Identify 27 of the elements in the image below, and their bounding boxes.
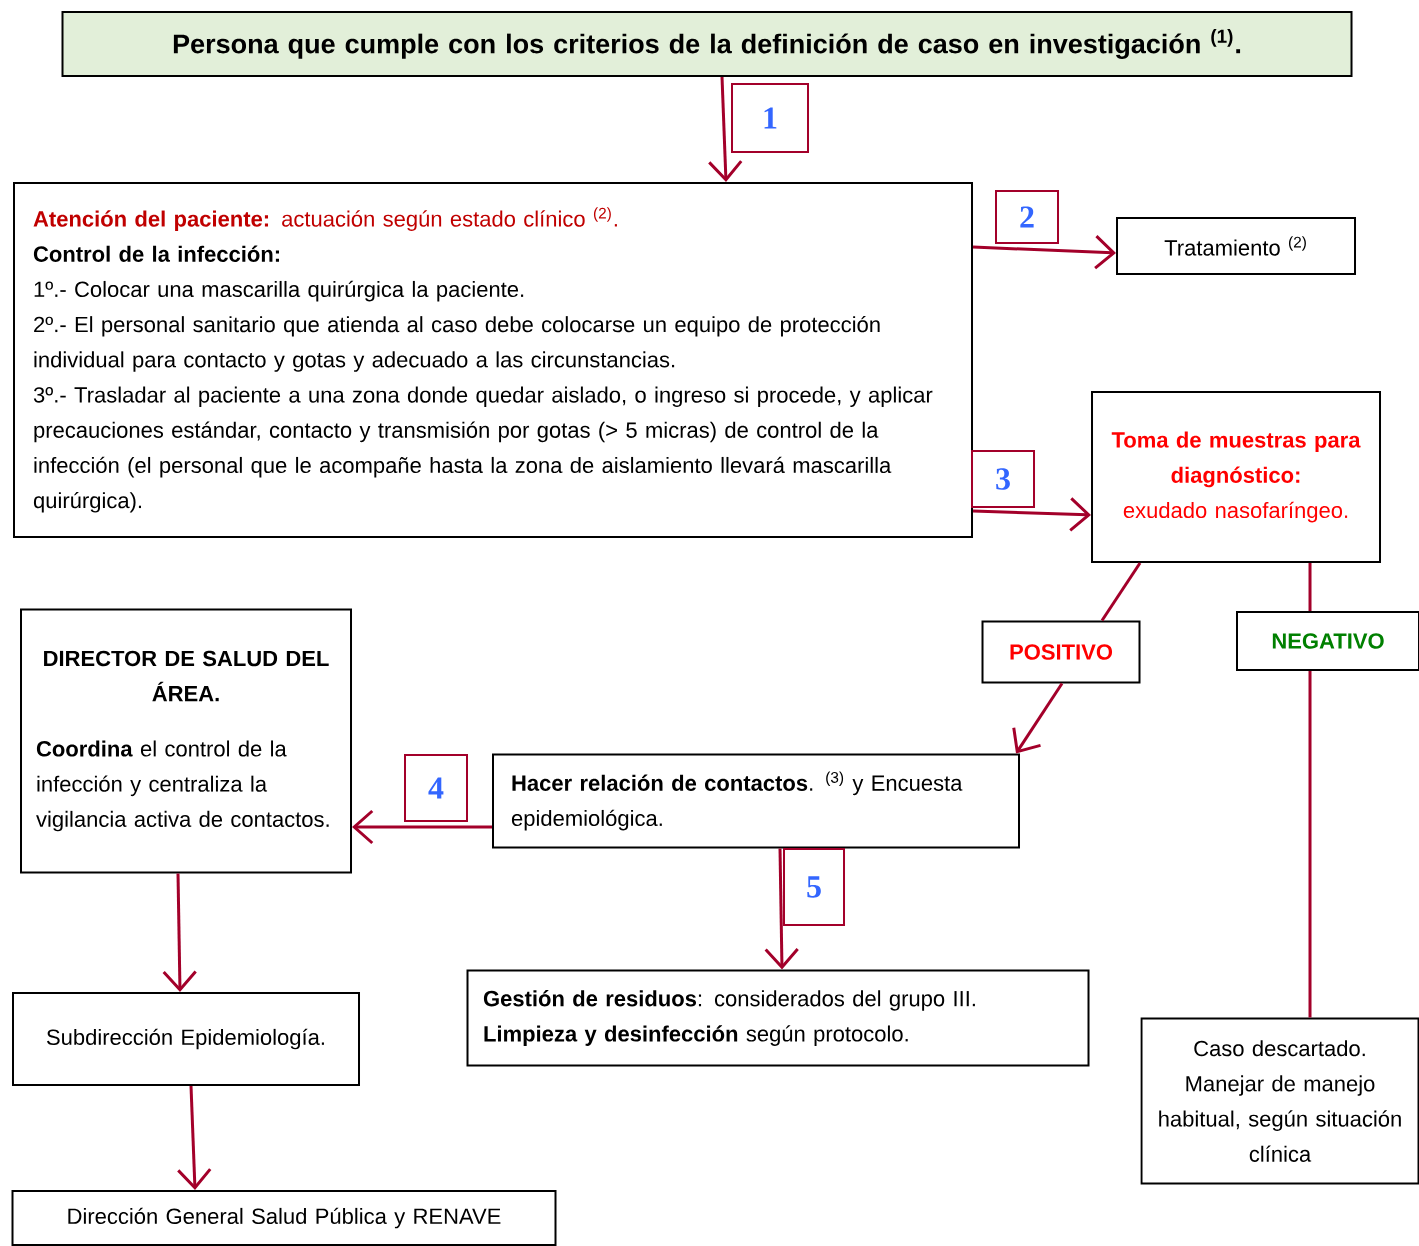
edge-label: 1	[731, 83, 809, 153]
process-box: Tratamiento $^{(2)}$	[1116, 217, 1356, 275]
process-box: Dirección General Salud Pública y RENAVE	[11, 1190, 557, 1246]
arrow	[972, 235, 1116, 270]
connector-line	[1100, 562, 1142, 622]
edge-label: 4	[404, 754, 468, 822]
process-box: NEGATIVO	[1236, 611, 1419, 671]
process-box: DIRECTOR DE SALUD DEL ÁREA. Coordina el control de la infección y centraliza la vigilancia activa de contactos.	[20, 608, 352, 874]
arrow	[972, 497, 1091, 532]
process-box: Caso descartado. Manejar de manejo habitual, según situación clínica	[1140, 1017, 1419, 1185]
process-box: POSITIVO	[981, 620, 1141, 684]
connector-line	[1308, 563, 1312, 611]
process-box: Gestión de residuos: considerados del grupo III. Limpieza y desinfección según protocolo.	[466, 969, 1090, 1067]
edge-label: 3	[971, 450, 1035, 508]
edge-label: 5	[783, 848, 845, 926]
arrow	[177, 1085, 212, 1190]
connector-line	[1308, 671, 1312, 1018]
arrow	[352, 809, 492, 845]
arrow	[764, 848, 799, 970]
process-box: Toma de muestras para diagnóstico: exudado nasofaríngeo.	[1091, 391, 1381, 563]
process-box: Subdirección Epidemiología.	[12, 992, 360, 1086]
arrow	[162, 873, 197, 992]
edge-label: 2	[995, 190, 1059, 244]
process-box: Atención del paciente: actuación según estado clínico $^{(2)}$. Control de la infección: 1º.- Colocar una mascarilla quirúrgica la paciente. 2º.- El personal sanitario que atienda al caso debe colocarse un equipo de protección individual para contacto y gotas y adecuado a las circunstancias. 3º.- Trasladar al paciente a una zona donde quedar aislado, o ingreso si procede, y aplicar precauciones estándar, contacto y transmisión por gotas (> 5 micras) de control de la infección (el personal que le acompañe hasta la zona de aislamiento llevará mascarilla quirúrgica).	[13, 182, 973, 538]
title-box: Persona que cumple con los criterios de la definición de caso en investigación $^{(1)}$.	[61, 11, 1353, 77]
arrow	[1012, 682, 1064, 754]
arrow	[708, 76, 743, 182]
